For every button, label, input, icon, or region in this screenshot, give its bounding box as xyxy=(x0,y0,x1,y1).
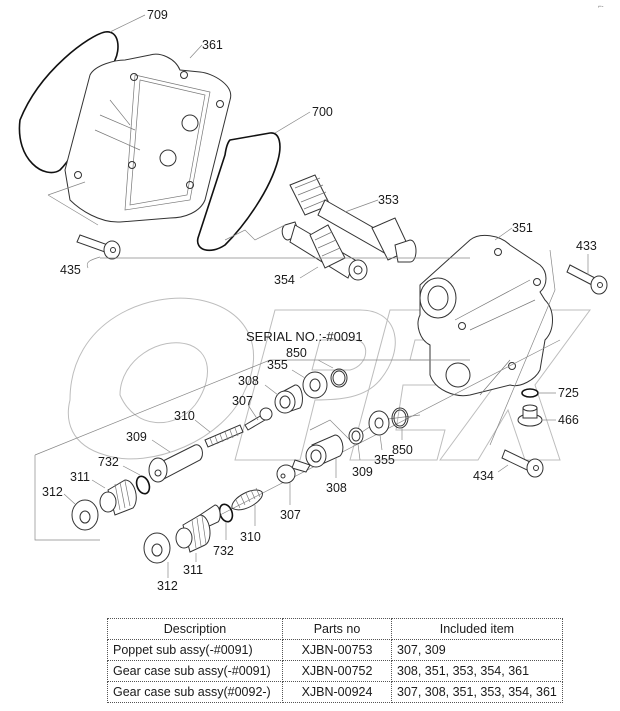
callout-309-upper: 309 xyxy=(126,430,147,444)
cell-included-item: 307, 309 xyxy=(391,639,563,661)
callout-850-lower: 850 xyxy=(392,443,413,457)
callout-353: 353 xyxy=(378,193,399,207)
callout-361: 361 xyxy=(202,38,223,52)
part-311-plug-a: 311 xyxy=(70,470,137,516)
part-354-gear-shaft: 354 xyxy=(274,221,368,287)
cell-parts-no: XJBN-00924 xyxy=(282,681,392,703)
callout-307-upper: 307 xyxy=(232,394,253,408)
cell-parts-no: XJBN-00753 xyxy=(282,639,392,661)
callout-354: 354 xyxy=(274,273,295,287)
part-466-plug: 466 xyxy=(517,404,579,427)
callout-725: 725 xyxy=(558,386,579,400)
callout-433: 433 xyxy=(576,239,597,253)
part-433-bolt: 433 xyxy=(566,239,608,295)
callout-308-lower: 308 xyxy=(326,481,347,495)
serial-number-note: SERIAL NO.:-#0091 xyxy=(246,329,363,344)
callout-308-upper: 308 xyxy=(238,374,259,388)
callout-312-lower: 312 xyxy=(157,579,178,593)
header-included-item: Included item xyxy=(391,618,563,640)
part-308-sleeve-a: 308 xyxy=(238,374,303,414)
callout-351: 351 xyxy=(512,221,533,235)
callout-310-lower: 310 xyxy=(240,530,261,544)
cell-description: Poppet sub assy(-#0091) xyxy=(107,639,283,661)
callout-732-upper: 732 xyxy=(98,455,119,469)
part-307-poppet-a: 307 xyxy=(232,394,273,431)
cell-included-item: 308, 351, 353, 354, 361 xyxy=(391,660,563,682)
cell-description: Gear case sub assy(-#0091) xyxy=(107,660,283,682)
table-row: Gear case sub assy(-#0091) XJBN-00752 30… xyxy=(107,660,563,682)
part-850-ring-b: 850 xyxy=(391,407,413,457)
callout-309-lower: 309 xyxy=(352,465,373,479)
callout-435: 435 xyxy=(60,263,81,277)
cell-parts-no: XJBN-00752 xyxy=(282,660,392,682)
callout-700: 700 xyxy=(312,105,333,119)
part-434-bolt: 434 xyxy=(473,449,544,483)
part-709-o-ring: 709 xyxy=(18,8,168,174)
table-header-row: Description Parts no Included item xyxy=(107,618,563,640)
callout-434: 434 xyxy=(473,469,494,483)
part-309-sleeve-b: 309 xyxy=(348,427,373,479)
callout-732-lower: 732 xyxy=(213,544,234,558)
part-307-poppet-b: 307 xyxy=(276,459,311,522)
cell-description: Gear case sub assy(#0092-) xyxy=(107,681,283,703)
callout-312-upper: 312 xyxy=(42,485,63,499)
callout-310-upper: 310 xyxy=(174,409,195,423)
part-312-washer-b: 312 xyxy=(143,532,178,593)
part-355-seat-a: 355 xyxy=(267,358,328,399)
part-309-sleeve-a: 309 xyxy=(126,430,203,483)
part-850-ring-a: 850 xyxy=(286,346,348,388)
corner-mark: ⌐- xyxy=(598,4,604,10)
header-parts-no: Parts no xyxy=(282,618,392,640)
header-description: Description xyxy=(107,618,283,640)
callout-307-lower: 307 xyxy=(280,508,301,522)
part-308-sleeve-b: 308 xyxy=(305,434,347,495)
parts-table: Description Parts no Included item Poppe… xyxy=(107,618,563,703)
part-361-gear-case: 361 xyxy=(64,38,232,223)
part-312-washer-a: 312 xyxy=(42,485,99,531)
callout-466: 466 xyxy=(558,413,579,427)
callout-850-upper: 850 xyxy=(286,346,307,360)
part-311-plug-b: 311 xyxy=(175,504,221,577)
callout-311-lower: 311 xyxy=(183,563,203,577)
part-310-spring-b: 310 xyxy=(231,487,263,544)
table-row: Poppet sub assy(-#0091) XJBN-00753 307, … xyxy=(107,639,563,661)
callout-709: 709 xyxy=(147,8,168,22)
part-351-housing: 351 xyxy=(417,221,553,397)
part-732-o-ring-a: 732 xyxy=(98,455,151,495)
part-310-spring-a: 310 xyxy=(174,409,244,448)
part-355-seat-b: 355 xyxy=(368,410,395,467)
callout-355-lower: 355 xyxy=(374,453,395,467)
table-row: Gear case sub assy(#0092-) XJBN-00924 30… xyxy=(107,681,563,703)
callout-311-upper: 311 xyxy=(70,470,90,484)
part-353-gear-shaft: 353 xyxy=(289,174,417,263)
cell-included-item: 307, 308, 351, 353, 354, 361 xyxy=(391,681,563,703)
part-435-bolt: 435 xyxy=(60,234,470,277)
part-725-o-ring: 725 xyxy=(521,386,579,400)
part-700-o-ring: 700 xyxy=(196,105,333,252)
callout-355-upper: 355 xyxy=(267,358,288,372)
